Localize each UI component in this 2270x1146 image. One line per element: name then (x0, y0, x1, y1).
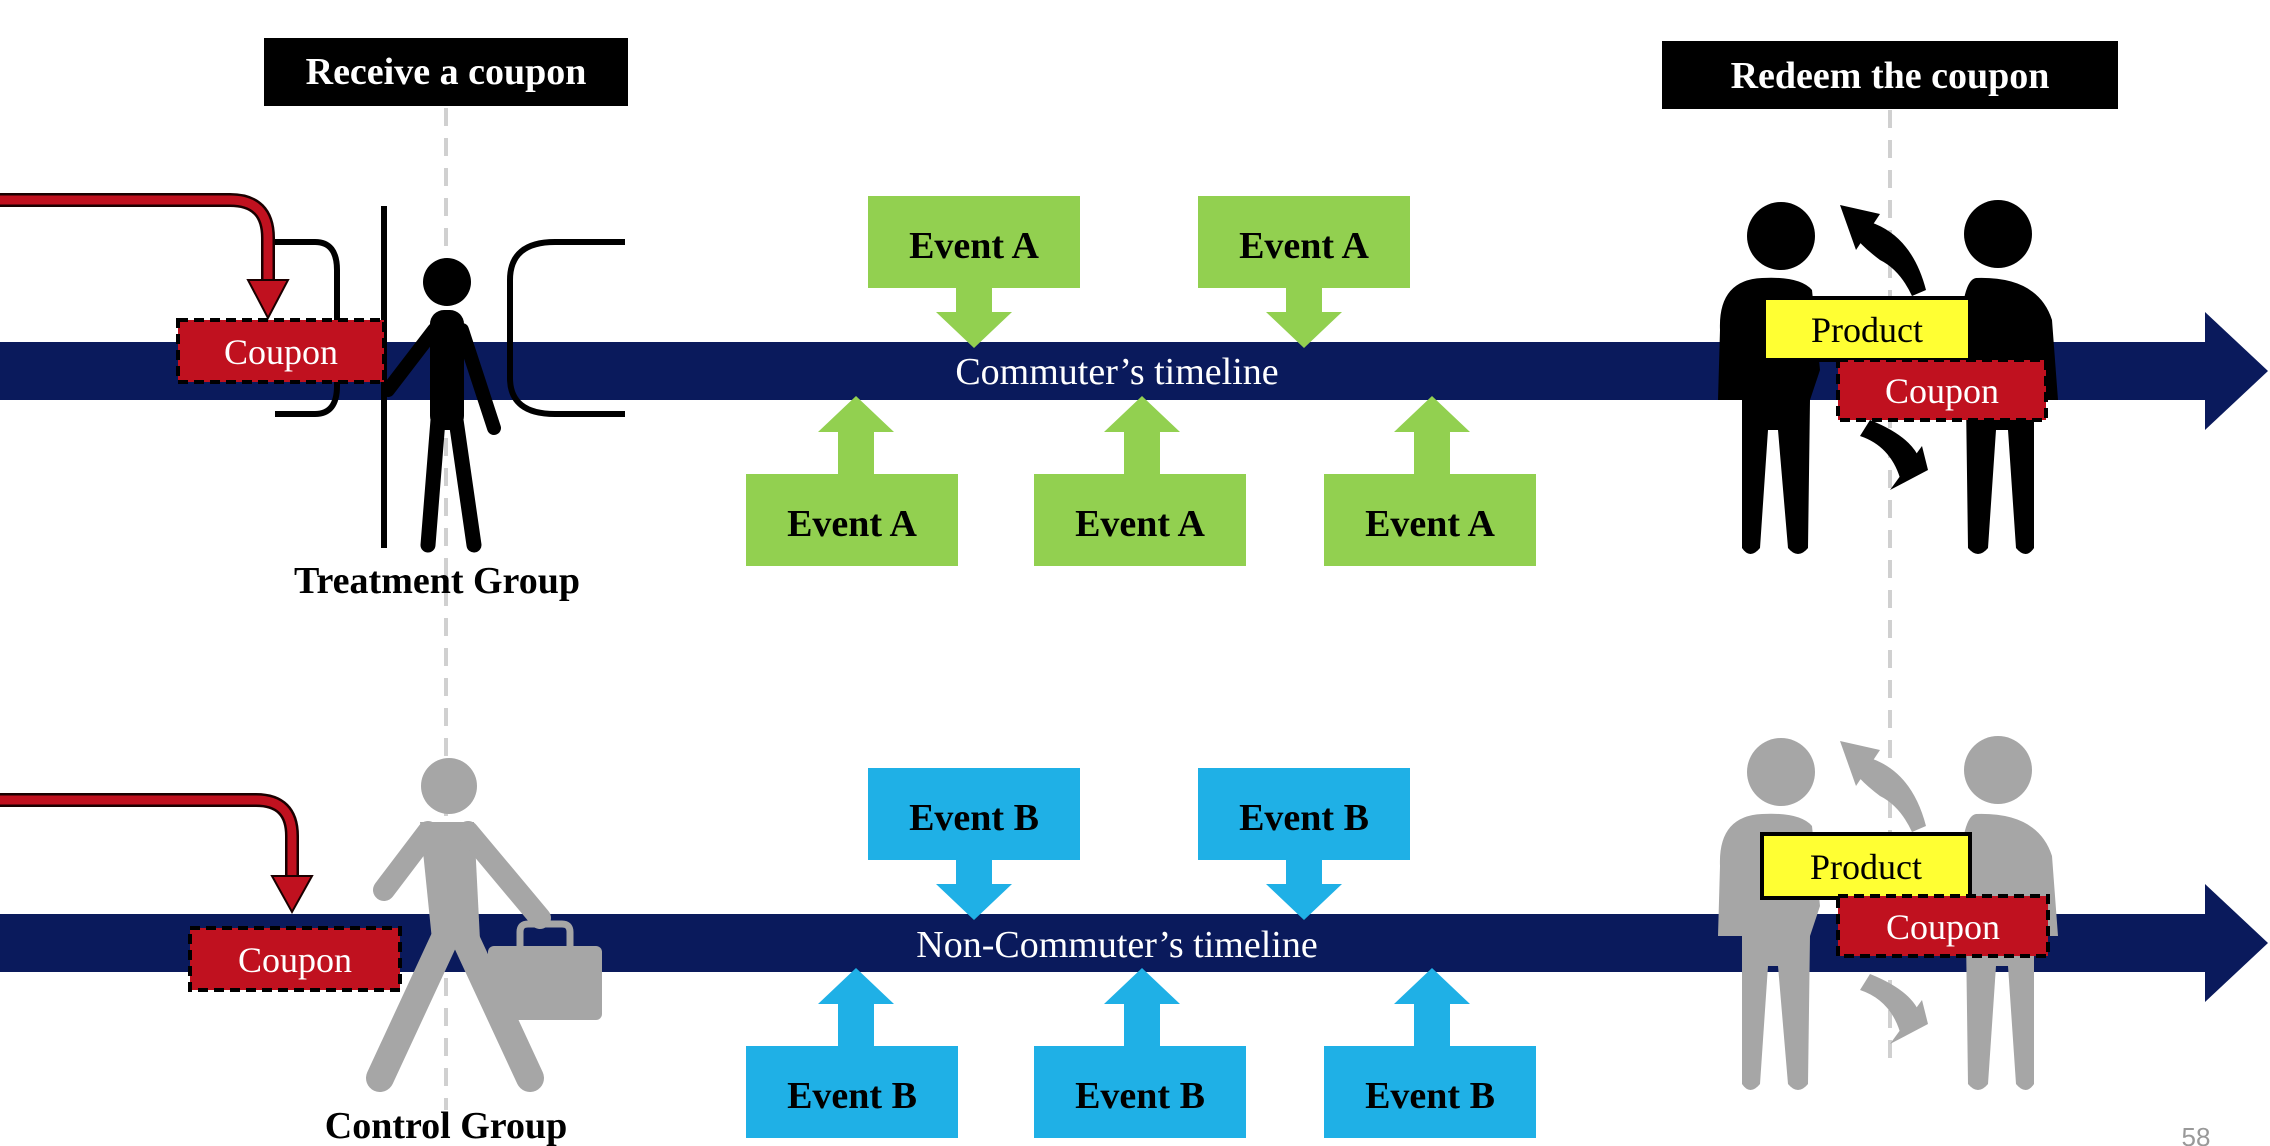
grey-exchange-people-icon (1718, 736, 2058, 1090)
control-event-top-1: Event B (868, 768, 1080, 920)
treatment-coupon-tag: Coupon (176, 318, 386, 384)
control-redeem-coupon: Coupon (1836, 894, 2050, 958)
commuter-timeline-label: Commuter’s timeline (955, 351, 1278, 393)
treatment-event-top-2: Event A (1198, 196, 1410, 348)
receive-coupon-header: Receive a coupon (264, 38, 628, 106)
redeem-coupon-label: Redeem the coupon (1731, 55, 2050, 97)
treatment-group-label: Treatment Group (294, 560, 580, 602)
control-product-box: Product (1760, 832, 1972, 900)
event-label: Event A (1239, 225, 1369, 267)
treatment-coupon-label: Coupon (224, 332, 338, 372)
walking-person-icon (366, 758, 602, 1092)
treatment-event-bottom-3: Event A (1324, 396, 1536, 566)
event-label: Event B (787, 1075, 917, 1117)
receive-coupon-label: Receive a coupon (306, 51, 587, 93)
control-event-bottom-3: Event B (1324, 968, 1536, 1138)
treatment-redeem-coupon-label: Coupon (1885, 371, 1999, 411)
treatment-product-box: Product (1762, 296, 1972, 362)
redeem-coupon-header: Redeem the coupon (1662, 41, 2118, 109)
event-label: Event B (909, 797, 1039, 839)
control-event-bottom-2: Event B (1034, 968, 1246, 1138)
event-label: Event A (1365, 503, 1495, 545)
treatment-redeem-coupon: Coupon (1836, 358, 2048, 422)
non-commuter-timeline-label: Non-Commuter’s timeline (916, 924, 1317, 966)
event-label: Event A (787, 503, 917, 545)
control-product-label: Product (1810, 847, 1922, 887)
event-label: Event A (909, 225, 1039, 267)
treatment-event-bottom-1: Event A (746, 396, 958, 566)
event-label: Event A (1075, 503, 1205, 545)
control-event-top-2: Event B (1198, 768, 1410, 920)
control-redeem-coupon-label: Coupon (1886, 907, 2000, 947)
control-event-bottom-1: Event B (746, 968, 958, 1138)
page-number: 58 (2182, 1122, 2211, 1146)
commuter-person-icon (381, 258, 501, 553)
control-coupon-label: Coupon (238, 940, 352, 980)
control-coupon-tag: Coupon (188, 926, 402, 992)
event-label: Event B (1365, 1075, 1495, 1117)
event-label: Event B (1239, 797, 1369, 839)
event-label: Event B (1075, 1075, 1205, 1117)
control-group-label: Control Group (325, 1105, 567, 1146)
coupon-delivery-arrow (0, 193, 275, 285)
treatment-event-top-1: Event A (868, 196, 1080, 348)
control-coupon-delivery-arrow (0, 793, 299, 880)
treatment-product-label: Product (1811, 310, 1923, 350)
treatment-event-bottom-2: Event A (1034, 396, 1246, 566)
